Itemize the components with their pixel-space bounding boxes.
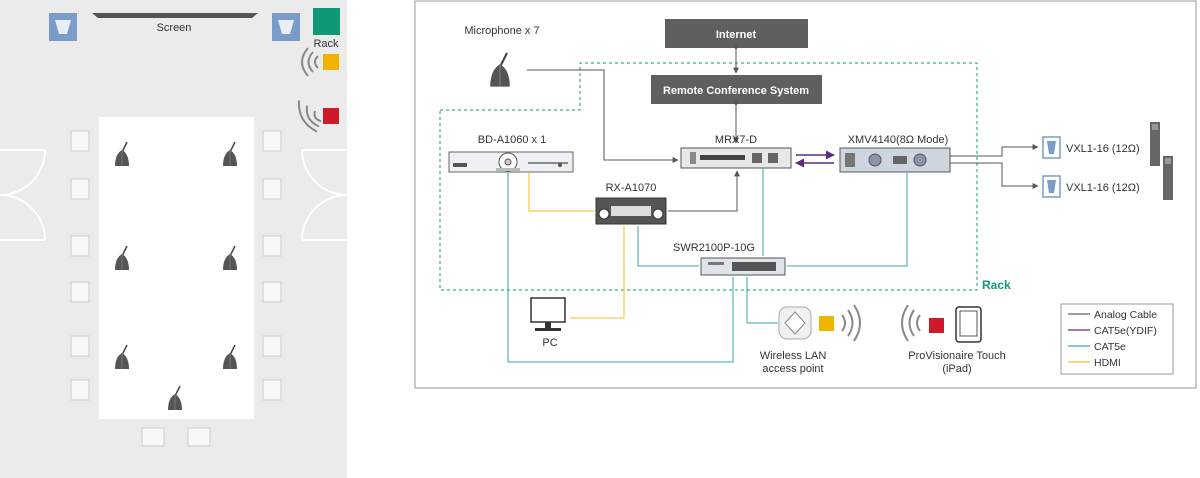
network-switch-icon: [700, 257, 786, 276]
column-speaker-icon: [1163, 156, 1173, 200]
wlan-marker: [323, 54, 339, 70]
rack-area: [439, 62, 978, 291]
hdmi-cables: [528, 173, 625, 319]
wireless-waves-icon: [301, 47, 319, 77]
speaker2-label: VXL1-16 (12Ω): [1066, 182, 1140, 194]
wireless-waves-icon: [841, 304, 861, 342]
provisionaire-marker: [929, 318, 944, 333]
internet-box: [665, 19, 808, 48]
provisionaire-label-1: ProVisionaire Touch: [908, 350, 1005, 362]
conference-box: [651, 75, 822, 104]
wlan-label-2: access point: [762, 363, 823, 375]
provisionaire-label-2: (iPad): [942, 363, 971, 375]
cat5e-cables: [507, 168, 908, 363]
mrx-label: MRX7-D: [715, 134, 757, 146]
analog-cables: [527, 69, 1039, 212]
wireless-waves-icon: [297, 100, 322, 133]
rx-label: RX-A1070: [606, 182, 657, 194]
legend-label: CAT5e(YDIF): [1094, 325, 1157, 337]
rack-label: Rack: [313, 38, 339, 50]
pc-label: PC: [542, 337, 557, 349]
legend-label: Analog Cable: [1094, 309, 1157, 321]
rack-marker: [313, 8, 340, 35]
bd-label: BD-A1060 x 1: [478, 134, 546, 146]
xmv-label: XMV4140(8Ω Mode): [848, 134, 949, 146]
rack-area-label: Rack: [982, 278, 1011, 292]
ipad-marker: [323, 108, 339, 124]
screen-label: Screen: [157, 22, 192, 34]
swr-label: SWR2100P-10G: [673, 242, 755, 254]
screen: Screen: [92, 13, 258, 34]
wireless-ap-icon: [778, 306, 834, 340]
mrx7d-icon: [680, 147, 792, 169]
pc-icon: [530, 297, 566, 331]
legend-label: CAT5e: [1094, 341, 1126, 353]
ipad-icon: [955, 306, 982, 343]
speaker-icon: [1042, 175, 1061, 198]
microphone-label: Microphone x 7: [464, 25, 539, 37]
door-right: [301, 149, 348, 241]
conference-label: Remote Conference System: [663, 85, 809, 97]
front-speaker-left-icon: [49, 13, 77, 41]
column-speaker-icon: [1150, 122, 1160, 166]
bd-player-icon: [448, 151, 574, 173]
ydif-link: [795, 150, 835, 168]
xmv4140-icon: [839, 147, 951, 173]
wlan-label-1: Wireless LAN: [760, 350, 827, 362]
front-speaker-right-icon: [272, 13, 300, 41]
speaker1-label: VXL1-16 (12Ω): [1066, 143, 1140, 155]
room-plan: Screen Rack: [0, 0, 348, 478]
internet-label: Internet: [716, 29, 757, 41]
chairs-bottom: [141, 427, 211, 447]
door-left: [0, 149, 46, 241]
rx-receiver-icon: [595, 197, 667, 225]
speaker-icon: [1042, 136, 1061, 159]
wireless-waves-icon: [901, 304, 921, 342]
legend-label: HDMI: [1094, 357, 1121, 369]
